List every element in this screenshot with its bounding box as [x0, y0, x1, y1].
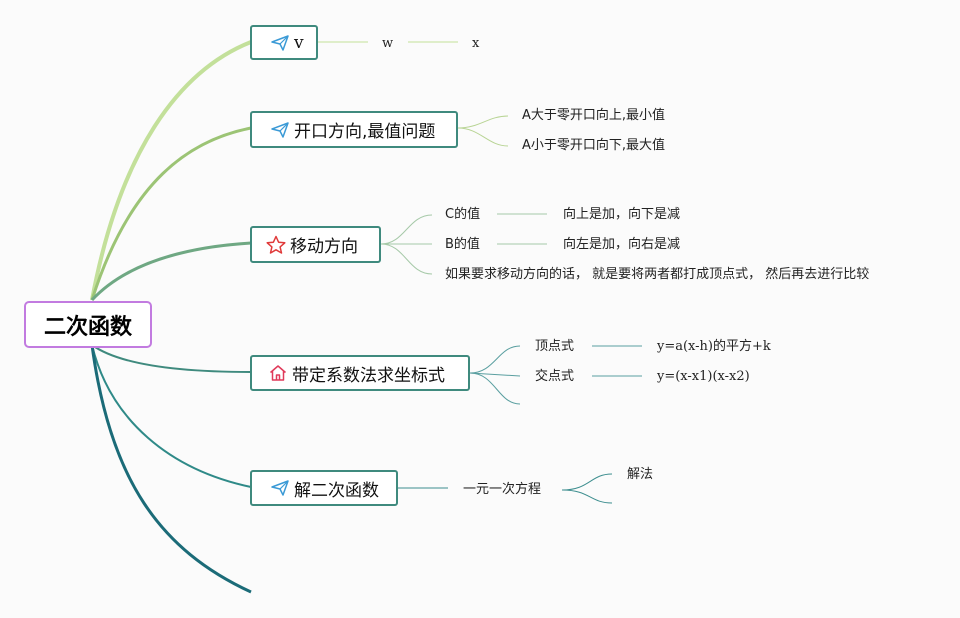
- link-move-3: [380, 243, 433, 275]
- link-open-2: [457, 127, 509, 147]
- leaf-c-value[interactable]: C的值: [445, 207, 481, 222]
- leaf-x[interactable]: x: [472, 36, 480, 51]
- link-eq-1: [561, 473, 613, 491]
- star-icon: [266, 235, 286, 255]
- leaf-a-negative[interactable]: A小于零开口向下,最大值: [522, 138, 666, 153]
- paper-plane-icon: [270, 33, 290, 53]
- root-node[interactable]: 二次函数: [24, 301, 152, 348]
- branch-node-solve-quadratic[interactable]: 解二次函数: [250, 470, 398, 506]
- branch-line-6: [90, 344, 252, 594]
- link-move-1: [380, 214, 433, 245]
- branch-line-4: [91, 344, 252, 373]
- leaf-intercept-form[interactable]: 交点式: [535, 369, 575, 384]
- branch-line-3: [90, 241, 252, 302]
- branch-node-opening-direction[interactable]: 开口方向,最值问题: [250, 111, 458, 148]
- leaf-intercept-formula[interactable]: y=(x-x1)(x-x2): [657, 369, 750, 384]
- branch-node-v[interactable]: v: [250, 25, 318, 60]
- branch-label: 带定系数法求坐标式: [292, 365, 445, 386]
- leaf-vertex-formula[interactable]: y=a(x-h)的平方+k: [657, 339, 771, 354]
- branch-line-5: [91, 344, 252, 488]
- link-eq-2: [561, 489, 613, 504]
- leaf-w[interactable]: w: [382, 36, 394, 51]
- branch-line-1: [90, 40, 252, 301]
- branch-line-2: [90, 126, 252, 301]
- link-coef-2: [469, 372, 521, 377]
- leaf-compare-note[interactable]: 如果要求移动方向的话， 就是要将两者都打成顶点式， 然后再去进行比较: [445, 267, 870, 282]
- leaf-linear-equation[interactable]: 一元一次方程: [463, 482, 542, 497]
- paper-plane-icon: [270, 478, 290, 498]
- branch-label: v: [294, 32, 304, 53]
- leaf-b-rule[interactable]: 向左是加，向右是减: [563, 237, 681, 252]
- link-coef-3: [469, 372, 521, 405]
- leaf-solution-method[interactable]: 解法: [627, 467, 654, 482]
- home-icon: [268, 363, 288, 383]
- leaf-c-rule[interactable]: 向上是加，向下是减: [563, 207, 681, 222]
- branch-node-movement-direction[interactable]: 移动方向: [250, 226, 381, 263]
- leaf-b-value[interactable]: B的值: [445, 237, 480, 252]
- branch-label: 移动方向: [290, 237, 358, 257]
- root-label: 二次函数: [43, 314, 132, 340]
- leaf-a-positive[interactable]: A大于零开口向上,最小值: [522, 108, 666, 123]
- link-coef-1: [469, 345, 521, 374]
- branch-label: 开口方向,最值问题: [294, 122, 436, 142]
- link-open-1: [457, 115, 509, 129]
- branch-label: 解二次函数: [294, 480, 379, 501]
- paper-plane-icon: [270, 120, 290, 140]
- leaf-vertex-form[interactable]: 顶点式: [535, 339, 575, 354]
- branch-node-undetermined-coefficients[interactable]: 带定系数法求坐标式: [250, 355, 470, 391]
